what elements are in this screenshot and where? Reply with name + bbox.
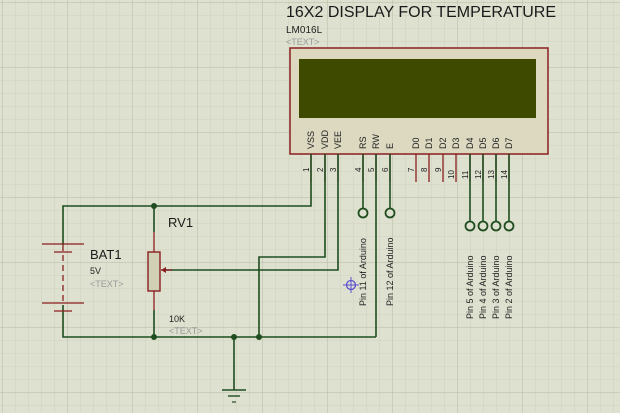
lcd-pin-d1[interactable]: D1 8	[420, 137, 434, 182]
pin-number-label: 11	[461, 170, 470, 179]
pot-text-placeholder: <TEXT>	[169, 326, 203, 336]
junction-dot	[231, 334, 237, 340]
pin-number-label: 13	[487, 170, 496, 179]
junctions	[151, 203, 262, 340]
pot-body	[147, 251, 161, 292]
ground-icon[interactable]	[222, 389, 246, 403]
pin-number-label: 7	[407, 167, 416, 172]
pin-number-label: 1	[302, 167, 311, 172]
pin-name-label: VDD	[320, 129, 330, 149]
battery-ref-label: BAT1	[90, 247, 122, 262]
lcd-pin-d0[interactable]: D0 7	[407, 137, 421, 182]
terminal-d7[interactable]: Pin 2 of Arduino	[503, 220, 515, 320]
terminal-e[interactable]: Pin 12 of Arduino	[384, 207, 396, 307]
pin-name-label: VSS	[306, 131, 316, 149]
pin-number-label: 14	[500, 170, 509, 179]
pin-name-label: D3	[451, 137, 461, 149]
terminal-d6[interactable]: Pin 3 of Arduino	[490, 220, 502, 320]
terminal-label: Pin 11 of Arduino	[358, 238, 368, 306]
battery-value-label: 5V	[90, 266, 101, 276]
pin-number-label: 9	[434, 167, 443, 172]
wires	[62, 154, 510, 390]
terminal-circle-icon[interactable]	[477, 220, 489, 232]
lcd-module[interactable]	[289, 47, 549, 155]
terminal-label: Pin 5 of Arduino	[465, 255, 475, 319]
terminal-circle-icon[interactable]	[464, 220, 476, 232]
crosshair-cursor-icon	[343, 277, 359, 293]
wire-vee-wiper[interactable]	[165, 154, 339, 271]
wire-bottom-rail[interactable]	[62, 305, 376, 338]
pin-name-label: E	[385, 143, 395, 149]
pin-number-label: 4	[354, 167, 363, 172]
pot-wiper-arrow-icon	[161, 267, 166, 273]
pin-name-label: D1	[424, 137, 434, 149]
junction-dot	[151, 203, 157, 209]
terminal-circle-icon[interactable]	[490, 220, 502, 232]
terminal-d4[interactable]: Pin 5 of Arduino	[464, 220, 476, 320]
pin-name-label: D7	[504, 137, 514, 149]
terminal-circle-icon[interactable]	[384, 207, 396, 219]
pin-name-label: D6	[491, 137, 501, 149]
terminal-label: Pin 3 of Arduino	[491, 255, 501, 319]
pot-ref-label: RV1	[168, 215, 193, 230]
terminal-label: Pin 12 of Arduino	[385, 237, 395, 306]
terminal-label: Pin 4 of Arduino	[478, 255, 488, 319]
junction-dot	[151, 334, 157, 340]
lcd-part-number: LM016L	[286, 25, 323, 36]
pin-name-label: VEE	[333, 131, 343, 149]
pin-name-label: RW	[371, 134, 381, 149]
pin-name-label: RS	[358, 136, 368, 149]
terminal-d5[interactable]: Pin 4 of Arduino	[477, 220, 489, 320]
pin-number-label: 6	[381, 167, 390, 172]
pot-value-label: 10K	[169, 314, 185, 324]
battery-bat1[interactable]	[42, 243, 84, 312]
pin-number-label: 3	[329, 167, 338, 172]
lcd-pin-d2[interactable]: D2 9	[434, 137, 448, 182]
lcd-screen	[299, 59, 536, 118]
pin-name-label: D4	[465, 137, 475, 149]
pin-name-label: D5	[478, 137, 488, 149]
pin-number-label: 2	[316, 167, 325, 172]
pin-name-label: D2	[438, 137, 448, 149]
wire-vdd[interactable]	[258, 154, 326, 337]
potentiometer-rv1[interactable]	[147, 232, 172, 310]
battery-text-placeholder: <TEXT>	[90, 279, 124, 289]
terminal-circle-icon[interactable]	[357, 207, 369, 219]
pin-number-label: 12	[474, 170, 483, 179]
lcd-pin-d3[interactable]: D3 10	[447, 137, 461, 182]
terminals: Pin 11 of Arduino Pin 12 of Arduino Pin 5 …	[357, 207, 515, 320]
wire-vss-top-rail[interactable]	[62, 154, 312, 245]
pin-number-label: 5	[367, 167, 376, 172]
pin-number-label: 8	[420, 167, 429, 172]
terminal-circle-icon[interactable]	[503, 220, 515, 232]
lcd-text-placeholder: <TEXT>	[286, 37, 320, 47]
pin-name-label: D0	[411, 137, 421, 149]
junction-dot	[256, 334, 262, 340]
lcd-title: 16X2 DISPLAY FOR TEMPERATURE	[286, 4, 556, 21]
terminal-label: Pin 2 of Arduino	[504, 255, 514, 319]
terminal-rs[interactable]: Pin 11 of Arduino	[357, 207, 369, 307]
pin-number-label: 10	[447, 170, 456, 179]
